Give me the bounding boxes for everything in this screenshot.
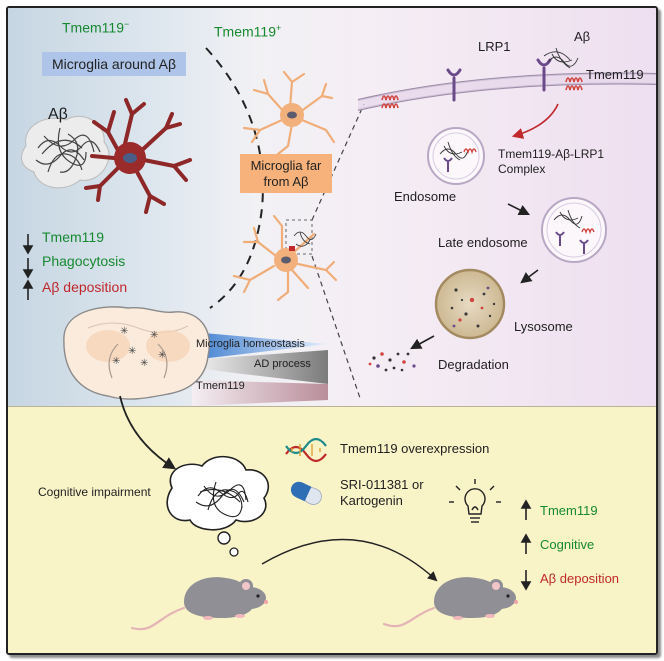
down-phagocytosis-label: Phagocytosis <box>42 253 126 269</box>
svg-text:✳: ✳ <box>140 358 148 369</box>
complex-label-1: Tmem119-Aβ-LRP1 <box>498 147 605 161</box>
down-abeta-result: Aβ deposition <box>540 571 620 586</box>
arrow-to-degradation <box>410 335 435 350</box>
complex-label-2: Complex <box>498 162 546 176</box>
abeta-fibril-icon <box>543 47 579 69</box>
internalization-arrow <box>511 103 559 139</box>
tmem119-positive-label: Tmem119+ <box>214 23 282 40</box>
cognitive-impairment-label: Cognitive impairment <box>38 485 151 499</box>
up-cognitive-result: Cognitive <box>540 537 595 552</box>
zoom-line-bottom <box>311 255 361 399</box>
trend-arrows-left <box>22 234 34 300</box>
diagram-graphics: ✳✳ ✳✳ ✳✳ <box>21 47 656 631</box>
zoom-line-top <box>311 103 365 221</box>
svg-text:✳: ✳ <box>120 326 128 337</box>
lysosome-icon <box>434 268 506 340</box>
homeostatic-microglia-icon-1 <box>242 70 336 156</box>
trend-arrows-right <box>520 499 532 591</box>
up-tmem119-result: Tmem119 <box>540 503 598 518</box>
arrow-to-impairment <box>119 395 177 470</box>
drug-label-1: SRI-011381 or <box>340 477 424 492</box>
capsule-icon <box>290 481 322 505</box>
degradation-label: Degradation <box>438 357 509 372</box>
treatment-arrow <box>261 538 438 582</box>
mouse-icon-right <box>382 577 518 628</box>
overexpression-label: Tmem119 overexpression <box>340 441 490 456</box>
mouse-icon-left <box>130 577 268 631</box>
ad-process-wedge-label: AD process <box>254 358 311 370</box>
late-endosome-label: Late endosome <box>438 235 528 250</box>
homeostasis-wedge-label: Microglia homeostasis <box>196 338 305 350</box>
lrp1-receptor-icon <box>446 58 552 102</box>
svg-text:✳: ✳ <box>128 346 136 357</box>
graphical-abstract: ✳✳ ✳✳ ✳✳ <box>6 6 658 655</box>
up-abeta-deposition-label: Aβ deposition <box>42 279 128 295</box>
lysosome-label: Lysosome <box>514 319 573 334</box>
trend-wedges <box>192 332 328 406</box>
arrow-to-late-endosome <box>507 203 531 216</box>
drug-label-2: Kartogenin <box>340 493 403 508</box>
abeta-label: Aβ <box>48 106 68 123</box>
down-tmem119-label: Tmem119 <box>42 229 104 245</box>
small-plaque-icon <box>293 231 317 247</box>
homeostatic-microglia-icon-2 <box>232 214 338 302</box>
intervention-panel <box>8 406 656 653</box>
svg-text:✳: ✳ <box>158 350 166 361</box>
lrp1-label: LRP1 <box>478 39 511 54</box>
thought-bubble-icon <box>166 455 270 557</box>
endosome-label: Endosome <box>394 189 457 204</box>
tmem119-protein-icon <box>381 77 583 109</box>
svg-text:✳: ✳ <box>112 356 120 367</box>
tmem119-membrane-label: Tmem119 <box>586 67 644 82</box>
region-divider <box>205 47 264 309</box>
activated-microglia-icon <box>84 98 192 214</box>
microglia-far-label: Microglia far from Aβ <box>240 154 332 194</box>
degradation-fragments-icon <box>368 352 416 372</box>
microglia-around-abeta-label: Microglia around Aβ <box>42 52 187 76</box>
amyloid-plaque-icon <box>21 115 110 189</box>
lightbulb-icon <box>449 479 501 523</box>
abeta-membrane-label: Aβ <box>574 29 591 44</box>
brain-section-icon: ✳✳ ✳✳ ✳✳ <box>63 306 210 400</box>
tmem119-wedge-label: Tmem119 <box>196 380 245 392</box>
endosome-icon <box>427 127 485 185</box>
dna-icon <box>285 437 327 463</box>
late-endosome-icon <box>541 197 607 263</box>
tmem119-negative-label: Tmem119− <box>62 19 130 36</box>
svg-text:✳: ✳ <box>150 330 158 341</box>
arrow-to-lysosome <box>520 269 539 284</box>
